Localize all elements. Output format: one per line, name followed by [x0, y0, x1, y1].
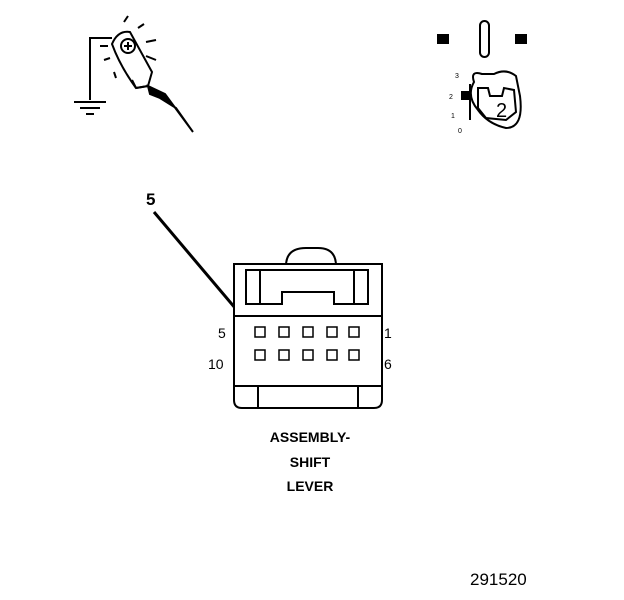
callout-number: 5: [146, 190, 155, 209]
pin-label-top-right: 1: [384, 325, 392, 341]
connector-icon: [233, 247, 383, 409]
key-position-1: 1: [451, 113, 455, 120]
component-label-line-3: LEVER: [286, 478, 334, 494]
test-probe-icon: [100, 15, 194, 133]
figure-number: 291520: [470, 570, 527, 589]
key-position-0: 0: [458, 128, 462, 135]
pin-label-top-left: 5: [218, 325, 226, 341]
ignition-key-label: 2: [496, 100, 507, 122]
pin-label-bottom-right: 6: [384, 356, 392, 372]
component-label-line-2: SHIFT: [289, 454, 331, 470]
ignition-key-icon: [437, 20, 527, 130]
pin-label-bottom-left: 10: [208, 356, 224, 372]
key-position-2: 2: [449, 94, 453, 101]
component-label-line-1: ASSEMBLY-: [269, 429, 351, 445]
ground-symbol-icon: [74, 37, 112, 115]
key-position-3: 3: [455, 73, 459, 80]
